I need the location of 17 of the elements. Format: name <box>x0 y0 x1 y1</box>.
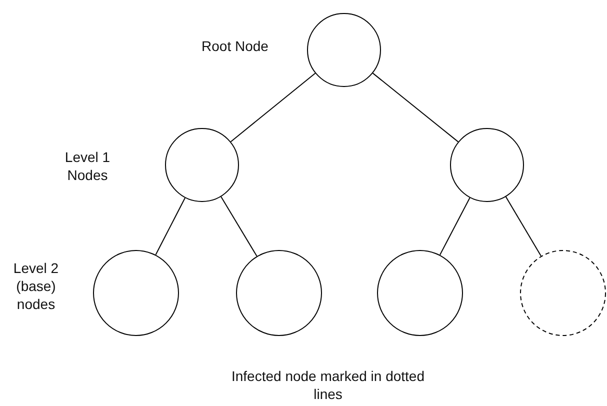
connector-line <box>230 72 316 142</box>
connector-line <box>372 72 459 142</box>
dashed-circle-node <box>520 250 606 336</box>
connector-line <box>155 197 186 256</box>
level-label: Level 2 (base) nodes <box>12 259 60 313</box>
circle-node <box>307 13 381 87</box>
level-label: Level 1 Nodes <box>64 148 112 184</box>
level-label: Root Node <box>200 37 270 55</box>
circle-node <box>450 128 524 202</box>
connector-line <box>505 196 542 257</box>
circle-node <box>93 250 179 336</box>
caption: Infected node marked in dotted lines <box>230 367 426 403</box>
connector-line <box>220 196 258 257</box>
circle-node <box>165 128 239 202</box>
circle-node <box>377 250 463 336</box>
connector-line <box>439 197 470 256</box>
circle-node <box>236 250 322 336</box>
